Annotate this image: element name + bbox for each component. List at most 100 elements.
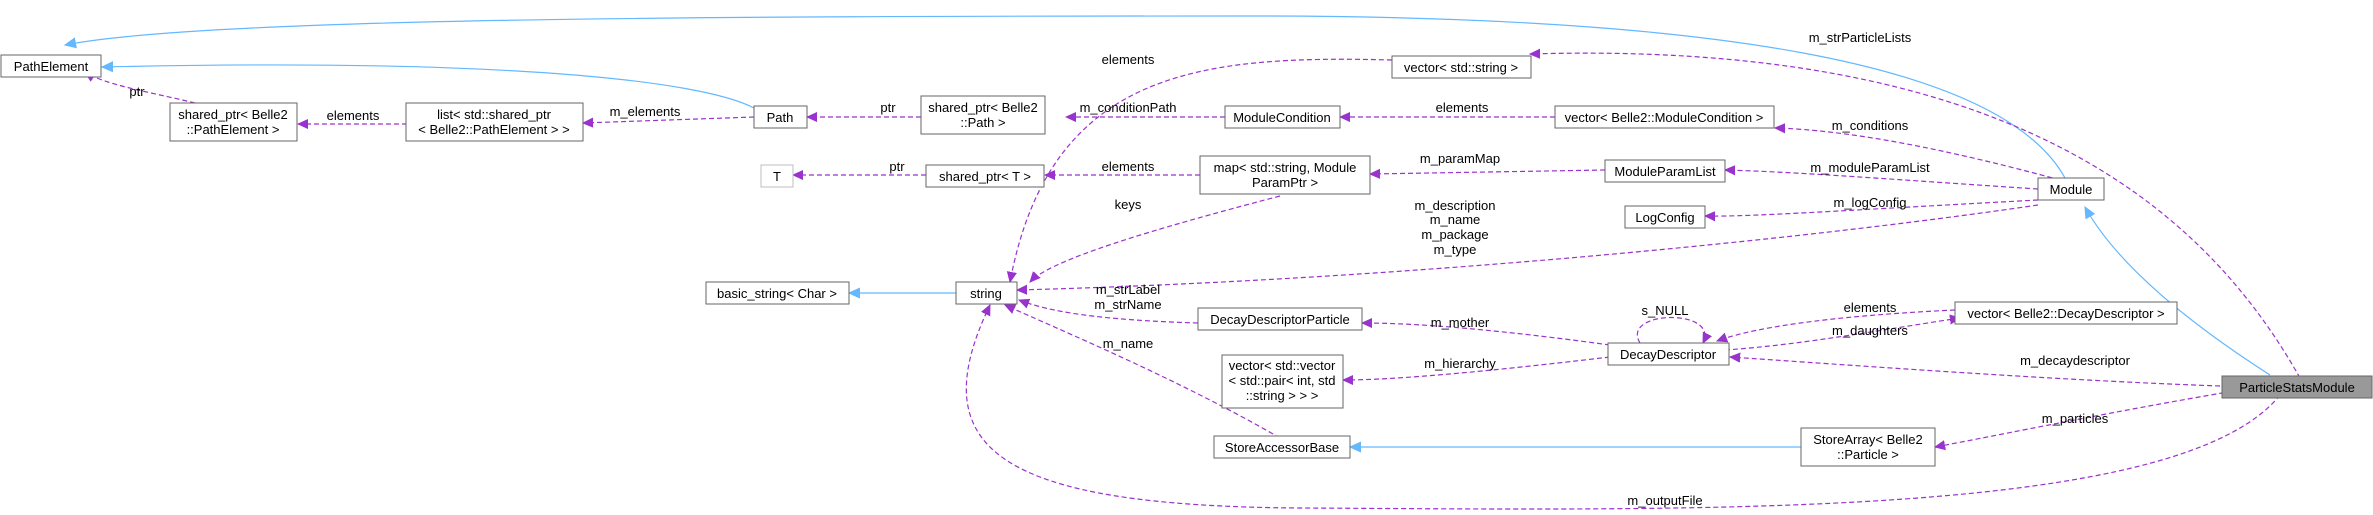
inheritance-edges xyxy=(65,15,2271,447)
svg-text:T: T xyxy=(773,169,781,184)
node-string[interactable]: string xyxy=(955,281,1018,305)
node-vector-string[interactable]: vector< std::string > xyxy=(1391,55,1532,79)
svg-text:vector< Belle2::DecayDescripto: vector< Belle2::DecayDescriptor > xyxy=(1967,306,2164,321)
svg-text:vector< Belle2::ModuleConditio: vector< Belle2::ModuleCondition > xyxy=(1565,110,1764,125)
svg-text:map< std::string, Module: map< std::string, Module xyxy=(1214,160,1357,175)
label-m-package: m_package xyxy=(1421,227,1488,242)
label-m-strparticlelists: m_strParticleLists xyxy=(1809,30,1912,45)
label-elements-vdd: elements xyxy=(1844,300,1897,315)
edge-particlestatsmodule-m-outputfile xyxy=(965,305,2281,510)
node-log-config[interactable]: LogConfig xyxy=(1624,205,1706,229)
node-decay-descriptor-particle[interactable]: DecayDescriptorParticle xyxy=(1197,307,1363,331)
node-pathelement[interactable]: PathElement xyxy=(0,54,102,78)
edge-particlestatsmodule-to-module xyxy=(2085,207,2271,376)
node-shared-ptr-path[interactable]: shared_ptr< Belle2 ::Path > xyxy=(920,95,1046,135)
edge-vector-string-elements xyxy=(1010,58,1393,282)
svg-text:shared_ptr< T >: shared_ptr< T > xyxy=(939,169,1031,184)
svg-text:StoreArray< Belle2: StoreArray< Belle2 xyxy=(1813,432,1922,447)
label-m-conditions: m_conditions xyxy=(1832,118,1909,133)
svg-text:< Belle2::PathElement > >: < Belle2::PathElement > > xyxy=(418,122,569,137)
node-vector-module-condition[interactable]: vector< Belle2::ModuleCondition > xyxy=(1554,105,1775,129)
node-store-accessor-base[interactable]: StoreAccessorBase xyxy=(1213,435,1351,459)
node-map-string-param[interactable]: map< std::string, Module ParamPtr > xyxy=(1199,155,1371,195)
edge-ddp-strings xyxy=(1019,300,1199,324)
label-m-particles: m_particles xyxy=(2042,411,2109,426)
edge-map-keys xyxy=(1030,195,1281,282)
label-elements-condition: elements xyxy=(1436,100,1489,115)
svg-text:shared_ptr< Belle2: shared_ptr< Belle2 xyxy=(178,107,288,122)
label-m-type: m_type xyxy=(1434,242,1477,257)
node-vector-vector-pair[interactable]: vector< std::vector < std::pair< int, st… xyxy=(1221,354,1344,409)
node-path[interactable]: Path xyxy=(753,105,808,129)
label-m-elements: m_elements xyxy=(610,104,681,119)
edge-module-to-pathelement xyxy=(65,15,2066,179)
svg-text:vector< std::string >: vector< std::string > xyxy=(1404,60,1518,75)
svg-text:StoreAccessorBase: StoreAccessorBase xyxy=(1225,440,1339,455)
node-t[interactable]: T xyxy=(760,164,794,188)
usage-edges xyxy=(85,53,2301,510)
node-module-condition[interactable]: ModuleCondition xyxy=(1224,105,1341,129)
node-module[interactable]: Module xyxy=(2037,177,2105,201)
label-m-name-sab: m_name xyxy=(1103,336,1154,351)
node-basic-string[interactable]: basic_string< Char > xyxy=(705,281,850,305)
node-list-shared-ptr[interactable]: list< std::shared_ptr < Belle2::PathElem… xyxy=(405,102,584,142)
svg-text:ModuleCondition: ModuleCondition xyxy=(1233,110,1331,125)
edge-decaydescriptor-s-null xyxy=(1636,316,1705,343)
label-ptr-path: ptr xyxy=(880,100,896,115)
edge-particlestatsmodule-m-decaydescriptor xyxy=(1730,357,2221,387)
label-s-null: s_NULL xyxy=(1642,303,1689,318)
edge-module-m-conditions xyxy=(1775,128,2061,181)
node-particle-stats-module[interactable]: ParticleStatsModule xyxy=(2221,375,2373,399)
label-ptr-pathelement: ptr xyxy=(129,84,145,99)
label-elements-list: elements xyxy=(327,108,380,123)
label-m-description: m_description xyxy=(1415,198,1496,213)
svg-text:Module: Module xyxy=(2050,182,2093,197)
label-elements-vector-string: elements xyxy=(1102,52,1155,67)
svg-text:PathElement: PathElement xyxy=(14,59,89,74)
node-decay-descriptor[interactable]: DecayDescriptor xyxy=(1607,342,1730,366)
svg-text:basic_string< Char >: basic_string< Char > xyxy=(717,286,837,301)
svg-text:::Path >: ::Path > xyxy=(960,115,1005,130)
label-m-outputfile: m_outputFile xyxy=(1627,493,1702,508)
svg-text:string: string xyxy=(970,286,1002,301)
svg-text:::Particle >: ::Particle > xyxy=(1837,447,1899,462)
svg-text:shared_ptr< Belle2: shared_ptr< Belle2 xyxy=(928,100,1038,115)
label-m-param-map: m_paramMap xyxy=(1420,151,1500,166)
svg-text:DecayDescriptorParticle: DecayDescriptorParticle xyxy=(1210,312,1349,327)
label-m-logconfig: m_logConfig xyxy=(1834,195,1907,210)
label-keys: keys xyxy=(1115,197,1142,212)
node-module-param-list[interactable]: ModuleParamList xyxy=(1604,159,1726,183)
edge-decaydescriptor-m-hierarchy xyxy=(1343,356,1611,380)
label-m-mother: m_mother xyxy=(1431,315,1490,330)
svg-text:vector< std::vector: vector< std::vector xyxy=(1229,358,1336,373)
edge-module-m-logconfig xyxy=(1705,199,2039,216)
label-m-moduleparamlist: m_moduleParamList xyxy=(1810,160,1930,175)
edge-labels: ptr elements m_elements ptr m_conditionP… xyxy=(129,30,2130,508)
label-m-decaydescriptor: m_decaydescriptor xyxy=(2020,353,2130,368)
svg-text:::PathElement >: ::PathElement > xyxy=(187,122,280,137)
edge-module-param-list-m-param-map xyxy=(1370,170,1606,174)
svg-text:ModuleParamList: ModuleParamList xyxy=(1614,164,1716,179)
node-store-array-particle[interactable]: StoreArray< Belle2 ::Particle > xyxy=(1800,427,1936,467)
node-shared-ptr-t[interactable]: shared_ptr< T > xyxy=(925,164,1045,188)
label-m-condition-path: m_conditionPath xyxy=(1080,100,1177,115)
edge-decaydescriptor-m-daughters xyxy=(1724,318,1960,351)
edge-module-m-moduleparamlist xyxy=(1725,170,2039,190)
label-m-hierarchy: m_hierarchy xyxy=(1424,356,1496,371)
nodes: PathElement shared_ptr< Belle2 ::PathEle… xyxy=(0,54,2373,467)
svg-text:ParamPtr >: ParamPtr > xyxy=(1252,175,1318,190)
edge-decaydescriptor-m-mother xyxy=(1362,323,1611,346)
node-shared-ptr-pathelement[interactable]: shared_ptr< Belle2 ::PathElement > xyxy=(169,102,298,142)
edge-particlestatsmodule-m-strparticlelists xyxy=(1530,53,2301,379)
edge-path-m-elements xyxy=(583,116,755,123)
node-vector-decay-descriptor[interactable]: vector< Belle2::DecayDescriptor > xyxy=(1954,301,2178,325)
svg-text:list< std::shared_ptr: list< std::shared_ptr xyxy=(437,107,551,122)
svg-text:< std::pair< int, std: < std::pair< int, std xyxy=(1229,373,1336,388)
svg-text:DecayDescriptor: DecayDescriptor xyxy=(1620,347,1717,362)
label-m-name-module: m_name xyxy=(1430,212,1481,227)
svg-text:Path: Path xyxy=(767,110,794,125)
edge-particlestatsmodule-m-particles xyxy=(1935,389,2241,447)
svg-text:::string > > >: ::string > > > xyxy=(1246,388,1319,403)
label-m-daughters: m_daughters xyxy=(1832,323,1908,338)
